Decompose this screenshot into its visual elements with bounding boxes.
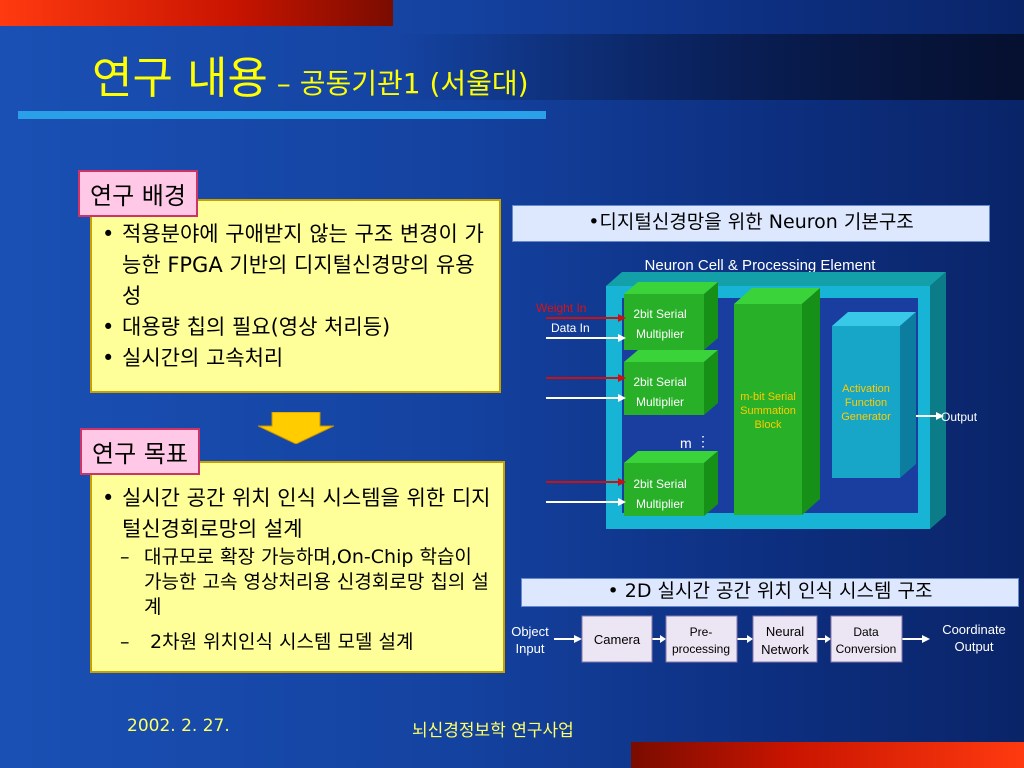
system-flow-diagram: Object Input Camera Pre- processing Neur…: [511, 615, 1006, 663]
flow-input-label: Input: [516, 641, 545, 656]
activation-block: Activation Function Generator: [832, 312, 916, 478]
background-item: •대용량 칩의 필요(영상 처리등): [102, 315, 391, 339]
title-main: 연구 내용: [92, 53, 268, 104]
svg-text:2bit Serial: 2bit Serial: [633, 307, 686, 321]
vertical-ellipsis: ⋮: [696, 433, 710, 449]
flow-block-data-conversion: Data Conversion: [830, 615, 903, 663]
output-label: Output: [941, 410, 978, 424]
goal-tag: 연구 목표: [80, 428, 200, 475]
input-arrows: [546, 314, 626, 506]
neuron-diagram-title: Neuron Cell & Processing Element: [645, 257, 877, 274]
weight-in-label: Weight In: [536, 301, 586, 315]
footer-date: 2002. 2. 27.: [127, 716, 230, 736]
slide-title: 연구 내용 – 공동기관1 (서울대): [92, 42, 529, 106]
svg-text:processing: processing: [672, 642, 730, 656]
flow-output-label: Output: [954, 639, 993, 654]
flow-block-neural-network: Neural Network: [752, 615, 818, 663]
title-sub: 공동기관1 (서울대): [299, 67, 529, 100]
svg-text:Data: Data: [853, 625, 879, 639]
title-shade: [393, 34, 1024, 100]
svg-text:Activation: Activation: [842, 383, 890, 395]
background-box: •적용분야에 구애받지 않는 구조 변경이 가능한 FPGA 기반의 디지털신경…: [90, 199, 501, 393]
flow-arrows: [554, 635, 930, 643]
frame-side: [930, 272, 946, 529]
neuron-diagram: Neuron Cell & Processing Element 2bit Se…: [536, 257, 978, 529]
bottom-accent-bar: [631, 742, 1024, 768]
svg-text:2bit Serial: 2bit Serial: [633, 477, 686, 491]
svg-text:m-bit Serial: m-bit Serial: [740, 391, 796, 403]
svg-text:Network: Network: [761, 642, 809, 657]
goal-box: •실시간 공간 위치 인식 시스템을 위한 디지털신경회로망의 설계 –대규모로…: [90, 461, 505, 673]
svg-text:Conversion: Conversion: [836, 642, 897, 656]
background-item: •실시간의 고속처리: [102, 346, 284, 370]
svg-text:Neural: Neural: [766, 624, 804, 639]
top-accent-bar: [0, 0, 393, 26]
output-arrowhead: [936, 412, 944, 420]
multiplier-block: 2bit Serial Multiplier: [624, 451, 718, 516]
neuron-heading: •디지털신경망을 위한 Neuron 기본구조: [512, 205, 990, 242]
goal-main: •실시간 공간 위치 인식 시스템을 위한 디지털신경회로망의 설계: [102, 486, 491, 541]
background-tag: 연구 배경: [78, 170, 198, 217]
down-arrow-icon: [258, 412, 334, 444]
summation-block: m-bit Serial Summation Block: [734, 288, 820, 515]
svg-text:Block: Block: [755, 419, 782, 431]
m-label: m: [680, 435, 692, 451]
background-item: •적용분야에 구애받지 않는 구조 변경이 가능한 FPGA 기반의 디지털신경…: [102, 222, 484, 308]
title-dash: –: [267, 67, 300, 100]
footer-project: 뇌신경정보학 연구사업: [412, 721, 574, 741]
data-in-label: Data In: [551, 321, 590, 335]
svg-text:Camera: Camera: [594, 632, 641, 647]
svg-text:Summation: Summation: [740, 405, 796, 417]
flow-input-label: Object: [511, 624, 549, 639]
flow-output-label: Coordinate: [942, 622, 1006, 637]
system-heading: • 2D 실시간 공간 위치 인식 시스템 구조: [521, 578, 1019, 607]
svg-text:Multiplier: Multiplier: [636, 327, 684, 341]
svg-text:Function: Function: [845, 397, 887, 409]
svg-text:2bit Serial: 2bit Serial: [633, 375, 686, 389]
svg-text:Generator: Generator: [841, 411, 891, 423]
goal-sub-item: –2차원 위치인식 시스템 모델 설계: [120, 631, 414, 653]
multiplier-block: 2bit Serial Multiplier: [624, 350, 718, 415]
svg-text:Multiplier: Multiplier: [636, 395, 684, 409]
title-underline: [18, 111, 546, 119]
svg-text:Multiplier: Multiplier: [636, 497, 684, 511]
flow-block-camera: Camera: [581, 615, 653, 663]
goal-sub-item: –대규모로 확장 가능하며,On-Chip 학습이 가능한 고속 영상처리용 신…: [120, 546, 489, 618]
svg-text:Pre-: Pre-: [690, 625, 713, 639]
flow-block-preprocessing: Pre- processing: [665, 615, 738, 663]
multiplier-block: 2bit Serial Multiplier: [624, 282, 718, 350]
